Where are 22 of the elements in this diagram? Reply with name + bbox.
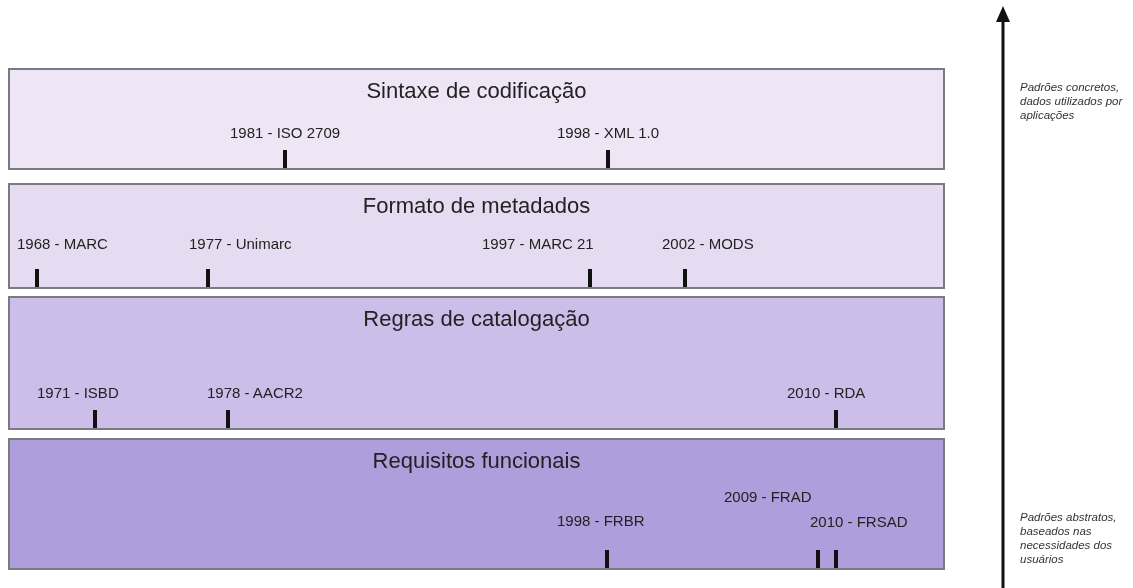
event-label: 2010 - RDA — [787, 384, 866, 401]
layer-band — [8, 438, 945, 570]
axis-note: Padrões concretos, dados utilizados por aplicações — [1020, 80, 1124, 122]
event-label: 2002 - MODS — [662, 235, 754, 252]
event-label: 1977 - Unimarc — [189, 235, 292, 252]
axis-note: Padrões abstratos, baseados nas necessidades dos usuários — [1020, 510, 1118, 566]
layer-title: Regras de catalogação — [363, 306, 590, 332]
layer-title: Requisitos funcionais — [372, 448, 581, 474]
event-label: 2009 - FRAD — [724, 488, 812, 505]
layer-band — [8, 296, 945, 430]
event-label: 1998 - FRBR — [557, 512, 645, 529]
event-label: 1971 - ISBD — [37, 384, 119, 401]
event-label: 1968 - MARC — [17, 235, 108, 252]
layer-band — [8, 183, 945, 289]
event-label: 2010 - FRSAD — [810, 513, 908, 530]
event-label: 1978 - AACR2 — [207, 384, 303, 401]
event-label: 1998 - XML 1.0 — [557, 124, 659, 141]
layer-title: Formato de metadados — [362, 193, 591, 219]
event-label: 1981 - ISO 2709 — [230, 124, 341, 141]
event-label: 1997 - MARC 21 — [482, 235, 594, 252]
layer-title: Sintaxe de codificação — [366, 78, 587, 104]
layer-band — [8, 68, 945, 170]
